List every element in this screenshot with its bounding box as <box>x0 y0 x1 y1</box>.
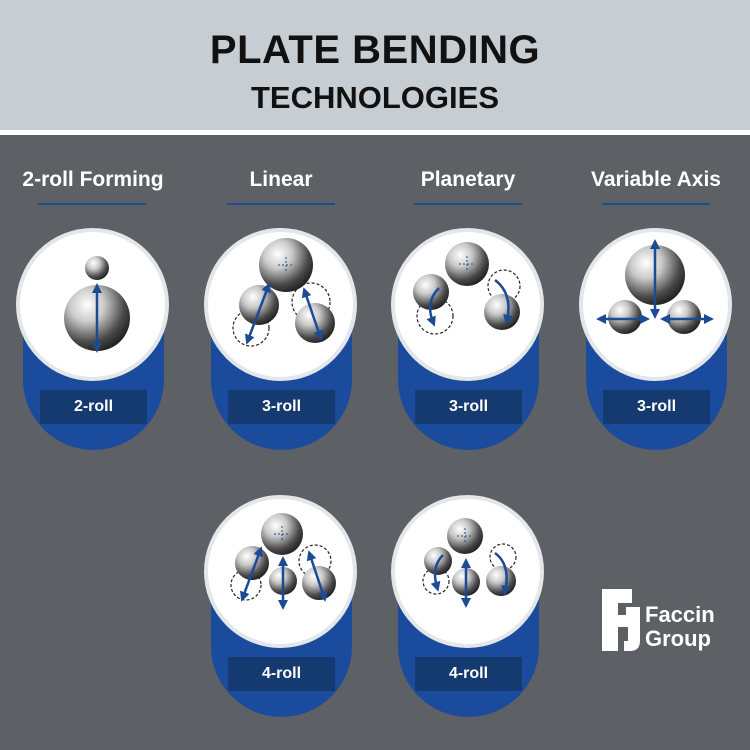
badge-3-roll-linear: 3-roll <box>228 390 335 424</box>
column-underline <box>227 203 335 205</box>
page-title: PLATE BENDING <box>209 28 541 72</box>
card-linear: 3-roll <box>204 228 357 450</box>
column-underline <box>414 203 522 205</box>
column-label-variable-axis: Variable Axis <box>591 168 721 191</box>
card-variable-axis: 3-roll <box>579 228 732 450</box>
card-4-roll-planetary: 4-roll <box>391 495 544 717</box>
column-label-planetary: Planetary <box>420 168 516 191</box>
badge-3-roll-planetary: 3-roll <box>415 390 522 424</box>
roll-diagram-linear <box>204 228 357 381</box>
header-banner: PLATE BENDING TECHNOLOGIES <box>0 0 750 135</box>
column-underline <box>602 203 710 205</box>
column-label-linear: Linear <box>249 168 313 191</box>
faccin-group-logo-icon <box>602 589 640 651</box>
roll-diagram-2-roll <box>16 228 169 381</box>
logo-text-faccin: Faccin <box>645 602 715 627</box>
page-subtitle: TECHNOLOGIES <box>250 80 499 115</box>
roll-diagram-4-roll-linear <box>204 495 357 648</box>
roll-diagram-planetary <box>391 228 544 381</box>
column-label-2-roll-forming: 2-roll Forming <box>22 168 164 191</box>
badge-4-roll-linear: 4-roll <box>228 657 335 691</box>
logo-text-group: Group <box>645 626 711 651</box>
card-2-roll-forming: 2-roll <box>16 228 169 450</box>
roll-diagram-variable-axis <box>579 228 732 381</box>
badge-2-roll: 2-roll <box>40 390 147 424</box>
badge-3-roll-variable-axis: 3-roll <box>603 390 710 424</box>
column-underline <box>38 203 146 205</box>
card-planetary: 3-roll <box>391 228 544 450</box>
roll-diagram-4-roll-planetary <box>391 495 544 648</box>
card-4-roll-linear: 4-roll <box>204 495 357 717</box>
badge-4-roll-planetary: 4-roll <box>415 657 522 691</box>
